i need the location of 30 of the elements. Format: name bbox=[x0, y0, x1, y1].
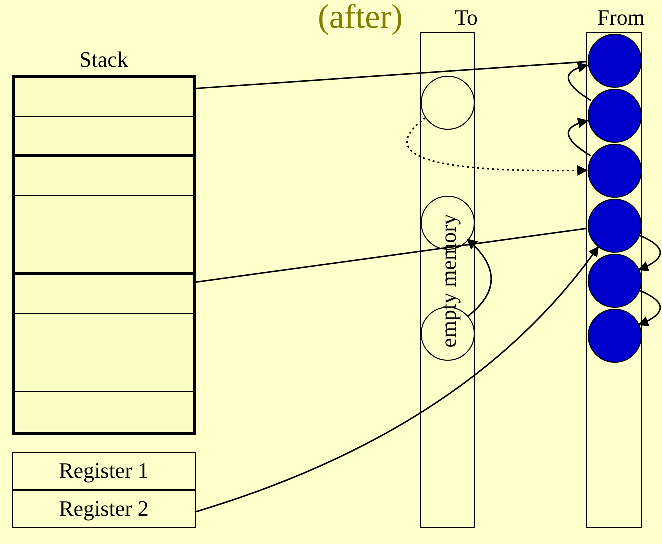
memory-slot bbox=[15, 117, 193, 157]
memory-slot bbox=[15, 274, 193, 314]
register-box bbox=[12, 452, 196, 490]
live-object-circle bbox=[588, 199, 642, 253]
title: (after) bbox=[318, 0, 403, 38]
register-label: Register 2 bbox=[58, 497, 150, 521]
curved-arrow bbox=[638, 234, 662, 272]
live-object-circle bbox=[588, 309, 642, 363]
curved-arrow bbox=[568, 62, 592, 102]
memory-slot bbox=[15, 314, 193, 393]
stack-label: Stack bbox=[78, 48, 130, 72]
column-label: To bbox=[455, 6, 478, 30]
memory-slot bbox=[15, 78, 193, 118]
dotted-arrow bbox=[406, 118, 588, 176]
empty-object-circle bbox=[421, 76, 475, 130]
live-object-circle bbox=[588, 89, 642, 143]
live-object-circle bbox=[588, 254, 642, 308]
live-object-circle bbox=[588, 144, 642, 198]
register-label: Register 1 bbox=[58, 459, 150, 483]
curved-arrow bbox=[638, 290, 662, 326]
curved-arrow bbox=[466, 238, 492, 317]
vertical-label: empty memory bbox=[437, 213, 461, 350]
curved-arrow bbox=[196, 246, 600, 513]
column-label: From bbox=[597, 6, 645, 30]
memory-slot bbox=[15, 156, 193, 196]
memory-slot bbox=[15, 196, 193, 275]
live-object-circle bbox=[588, 34, 642, 88]
memory-slot bbox=[15, 391, 193, 430]
curved-arrow bbox=[568, 118, 592, 157]
register-box bbox=[12, 490, 196, 528]
